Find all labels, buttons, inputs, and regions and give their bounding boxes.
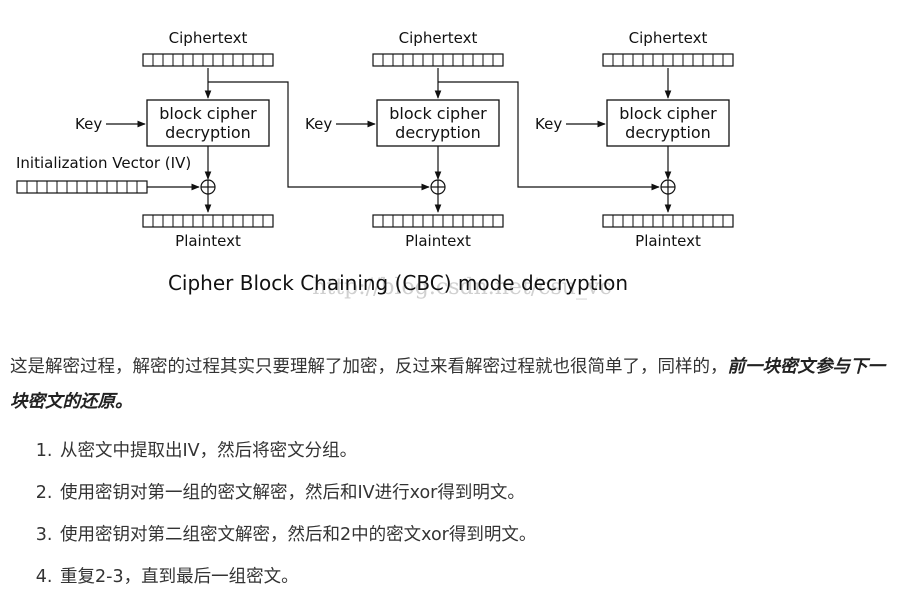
description-text: 这是解密过程，解密的过程其实只要理解了加密，反过来看解密过程就也很简单了，同样的… xyxy=(10,357,728,377)
ciphertext-block xyxy=(372,53,504,67)
key-label: Key xyxy=(305,115,332,133)
description-paragraph: 这是解密过程，解密的过程其实只要理解了加密，反过来看解密过程就也很简单了，同样的… xyxy=(10,350,894,420)
key-label: Key xyxy=(535,115,562,133)
iv-block xyxy=(16,180,148,194)
decryption-label: decryption xyxy=(165,123,251,142)
plaintext-block xyxy=(372,214,504,228)
watermark: http://blog.csdn.net/csu_vc xyxy=(312,275,611,300)
steps-list: 从密文中提取出IV，然后将密文分组。 使用密钥对第一组的密文解密，然后和IV进行… xyxy=(0,432,904,600)
xor-icon xyxy=(200,179,216,195)
plaintext-block xyxy=(602,214,734,228)
ciphertext-label: Ciphertext xyxy=(629,29,708,47)
list-item: 从密文中提取出IV，然后将密文分组。 xyxy=(58,432,904,474)
plaintext-block xyxy=(142,214,274,228)
decryption-label: decryption xyxy=(625,123,711,142)
xor-icon xyxy=(430,179,446,195)
list-item: 重复2-3，直到最后一组密文。 xyxy=(58,558,904,600)
xor-icon xyxy=(660,179,676,195)
block-cipher-label: block cipher xyxy=(389,104,487,123)
diagram-title: Cipher Block Chaining (CBC) mode decrypt… xyxy=(168,271,628,295)
block-cipher-label: block cipher xyxy=(619,104,717,123)
key-label: Key xyxy=(75,115,102,133)
ciphertext-label: Ciphertext xyxy=(399,29,478,47)
plaintext-label: Plaintext xyxy=(405,232,471,250)
list-item: 使用密钥对第二组密文解密，然后和2中的密文xor得到明文。 xyxy=(58,516,904,558)
iv-label: Initialization Vector (IV) xyxy=(16,154,191,172)
block-cipher-box xyxy=(606,99,730,147)
plaintext-label: Plaintext xyxy=(175,232,241,250)
block-cipher-label: block cipher xyxy=(159,104,257,123)
plaintext-label: Plaintext xyxy=(635,232,701,250)
list-item: 使用密钥对第一组的密文解密，然后和IV进行xor得到明文。 xyxy=(58,474,904,516)
ciphertext-block xyxy=(602,53,734,67)
ciphertext-block xyxy=(142,53,274,67)
decryption-label: decryption xyxy=(395,123,481,142)
ciphertext-label: Ciphertext xyxy=(169,29,248,47)
description-emphasis: 前一块密文参与下一块密文的还原。 xyxy=(10,357,885,412)
